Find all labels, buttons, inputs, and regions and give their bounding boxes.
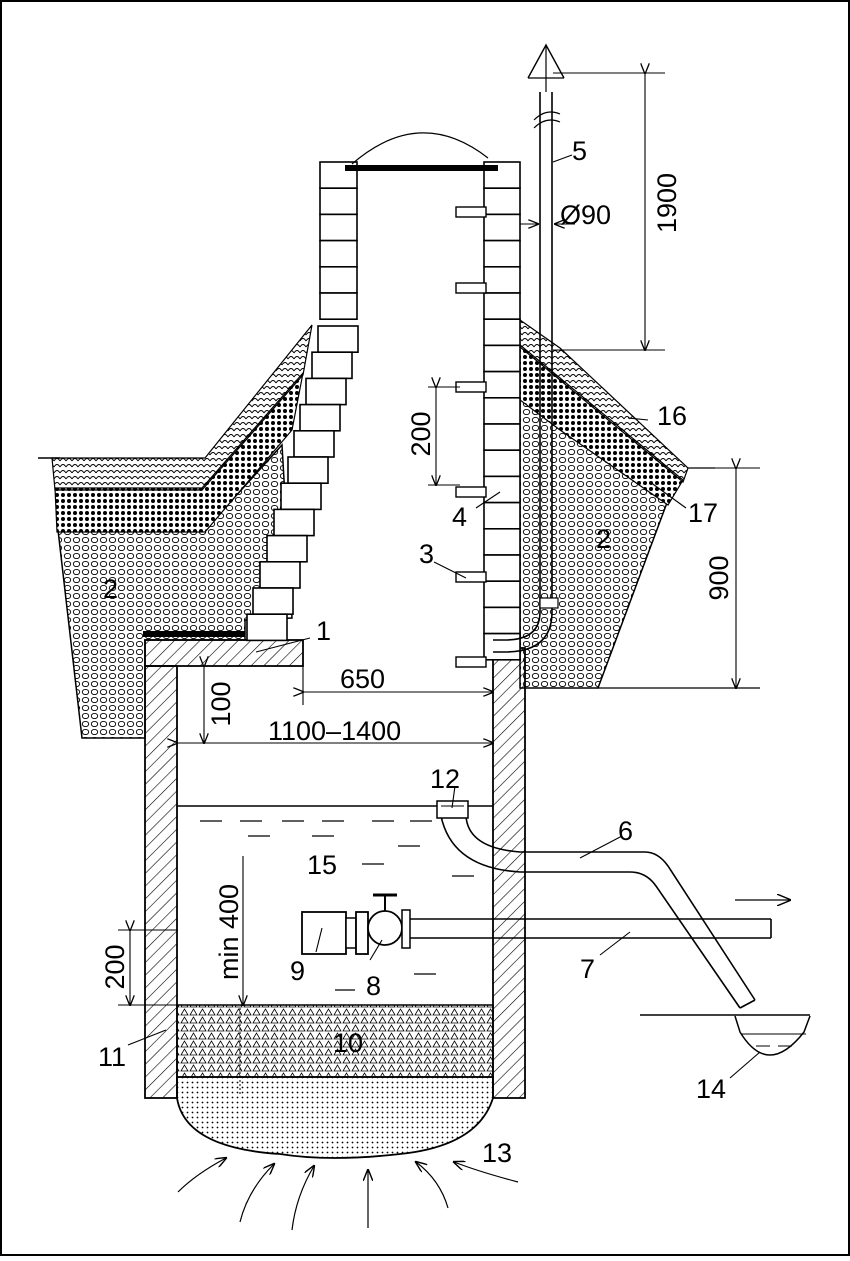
brick	[319, 213, 358, 242]
dim-pump-height: 200	[100, 944, 130, 989]
brick	[246, 613, 288, 642]
brick	[317, 325, 359, 354]
brick	[319, 187, 358, 216]
ladder-rung	[455, 381, 487, 393]
callout-3: 3	[419, 539, 434, 569]
ladder-rung	[455, 571, 487, 583]
callout-6: 6	[618, 816, 633, 846]
callout-8: 8	[366, 971, 381, 1001]
brick	[483, 554, 521, 583]
brick	[287, 456, 329, 485]
vent-pipe	[493, 43, 565, 653]
brick	[305, 377, 347, 406]
callout-1: 1	[316, 616, 331, 646]
dim-mound-height: 900	[704, 555, 734, 600]
brick	[483, 580, 521, 609]
brick	[483, 396, 521, 425]
brick	[483, 423, 521, 452]
brick	[483, 449, 521, 478]
brick	[319, 239, 358, 268]
pump-motor	[301, 911, 347, 955]
brick	[483, 606, 521, 635]
callout-5: 5	[572, 136, 587, 166]
left-turf-layer	[51, 324, 313, 491]
drain-pipe	[436, 800, 756, 1009]
water	[177, 805, 493, 991]
dimension-lines	[118, 73, 760, 1005]
brick	[483, 213, 521, 242]
sand-filter	[176, 1076, 494, 1159]
brick	[483, 292, 521, 321]
brick	[293, 429, 335, 458]
ladder-rung	[455, 206, 487, 218]
brick	[280, 482, 322, 511]
dim-slab-thickness: 100	[206, 681, 236, 726]
callout-2-right: 2	[596, 524, 611, 554]
pump-body	[367, 910, 403, 946]
lid	[345, 132, 498, 171]
callout-16: 16	[657, 401, 687, 431]
callout-7: 7	[580, 954, 595, 984]
callout-9: 9	[290, 956, 305, 986]
callout-11: 11	[98, 1042, 126, 1072]
brick	[259, 560, 301, 589]
callout-15: 15	[307, 850, 337, 880]
brick	[319, 265, 358, 294]
callout-14: 14	[696, 1074, 726, 1104]
ladder-rungs	[455, 206, 487, 668]
brick	[252, 587, 294, 616]
dim-min-water-depth: min 400	[214, 884, 244, 980]
dim-pipe-diameter: Ø90	[560, 200, 611, 230]
inflow-arrows	[177, 1158, 519, 1231]
dim-neck-width: 650	[340, 664, 385, 694]
brick	[483, 265, 521, 294]
pump-assembly	[301, 893, 790, 955]
brick	[483, 239, 521, 268]
callout-4: 4	[452, 502, 467, 532]
brick	[483, 187, 521, 216]
brick	[483, 370, 521, 399]
brick	[299, 403, 341, 432]
brick	[311, 351, 353, 380]
brick	[273, 508, 315, 537]
leader-lines	[127, 154, 761, 1079]
dim-riser-height: 1900	[652, 173, 682, 233]
brick	[266, 534, 308, 563]
brick-neck	[246, 161, 521, 661]
right-well-wall	[492, 647, 526, 1099]
callout-10: 10	[333, 1028, 363, 1058]
brick	[483, 501, 521, 530]
callout-12: 12	[430, 764, 460, 794]
dim-step-spacing: 200	[406, 411, 436, 456]
callout-17: 17	[688, 498, 718, 528]
left-well-wall	[144, 665, 178, 1099]
right-mound	[519, 318, 760, 689]
collector	[640, 1014, 811, 1056]
brick	[319, 292, 358, 321]
callout-2-left: 2	[103, 574, 118, 604]
brick	[483, 318, 521, 347]
dim-well-width: 1100–1400	[268, 716, 401, 746]
ladder-rung	[455, 656, 487, 668]
ladder-rung	[455, 486, 487, 498]
cover-slab	[144, 639, 304, 667]
ladder-rung	[455, 282, 487, 294]
callout-13: 13	[482, 1138, 512, 1168]
brick	[483, 527, 521, 556]
brick	[483, 632, 521, 661]
brick	[483, 344, 521, 373]
left-mound	[38, 324, 313, 739]
